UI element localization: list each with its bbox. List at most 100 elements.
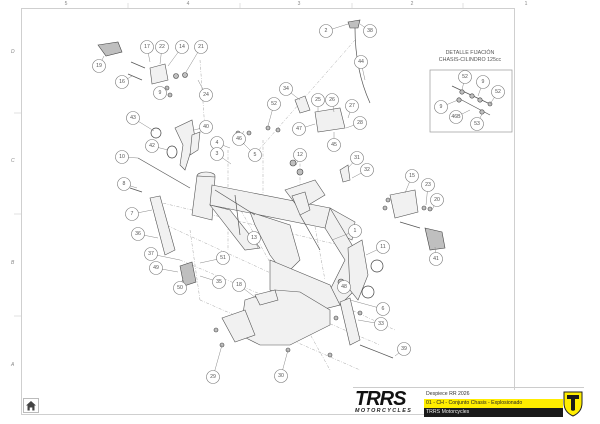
callout-number: 45 — [331, 142, 337, 148]
part-callout: 34 — [279, 82, 301, 101]
column-label: 1 — [524, 1, 528, 7]
callout-bubble — [149, 261, 163, 275]
detail-callout: 46B — [449, 109, 471, 124]
callout-bubble — [405, 169, 419, 183]
callout-number: 19 — [96, 63, 102, 69]
part-callout: 27 — [345, 99, 359, 119]
callout-bubble — [327, 138, 341, 152]
callout-bubble — [311, 93, 325, 107]
trrs-logo: TRRS MOTORCYCLES — [355, 389, 421, 418]
detail-callout: 52 — [458, 70, 472, 91]
callout-bubble — [421, 178, 435, 192]
callout-number: 9 — [440, 104, 443, 110]
callout-number: 8 — [123, 181, 126, 187]
trrs-shield-icon — [563, 391, 583, 417]
callout-number: 24 — [203, 92, 209, 98]
part-callout: 18 — [232, 278, 257, 299]
callout-number: 52 — [495, 89, 501, 95]
callout-bubble — [292, 122, 306, 136]
callout-bubble — [145, 139, 159, 153]
callout-number: 27 — [349, 103, 355, 109]
part-callout: 33 — [357, 317, 388, 331]
part-callout: 17 — [140, 40, 154, 63]
callout-number: 32 — [364, 167, 370, 173]
part-callout: 19 — [92, 55, 106, 73]
callout-bubble — [319, 24, 333, 38]
callout-number: 31 — [354, 155, 360, 161]
home-button[interactable] — [23, 398, 39, 413]
callout-number: 49 — [153, 265, 159, 271]
callout-bubble — [92, 59, 106, 73]
callout-number: 2 — [325, 28, 328, 34]
callout-bubble — [348, 224, 362, 238]
callout-number: 51 — [220, 255, 226, 261]
part-callout: 31 — [347, 151, 364, 169]
part-callout: 13 — [247, 231, 261, 249]
part-callout: 37 — [144, 247, 181, 261]
callout-number: 15 — [409, 173, 415, 179]
part-callout: 5 — [242, 142, 262, 162]
callout-bubble — [212, 275, 226, 289]
callout-number: 52 — [462, 74, 468, 80]
detail-callout: 9 — [434, 99, 459, 114]
callout-bubble — [125, 207, 139, 221]
callout-bubble — [376, 302, 390, 316]
callout-number: 46B — [451, 114, 461, 120]
part-callout: 45 — [327, 132, 341, 152]
callout-number: 36 — [135, 231, 141, 237]
main-chassis-frame — [191, 171, 356, 311]
callout-bubble — [131, 227, 145, 241]
callout-number: 6 — [382, 306, 385, 312]
callout-number: 39 — [401, 346, 407, 352]
callout-number: 33 — [378, 321, 384, 327]
top-brackets — [235, 95, 351, 183]
part-callout: 43 — [126, 111, 155, 132]
callout-bubble — [476, 75, 490, 89]
part-callout: 15 — [404, 169, 419, 194]
callout-bubble — [210, 147, 224, 161]
callout-bubble — [232, 278, 246, 292]
part-callout: 12 — [293, 148, 307, 166]
callout-bubble — [397, 342, 411, 356]
column-label: 5 — [64, 1, 68, 7]
callout-bubble — [354, 55, 368, 69]
callout-number: 42 — [149, 143, 155, 149]
callout-bubble — [144, 247, 158, 261]
title-row-drawing-name: 01 - CH - Conjunto Chasis - Explosionado — [424, 399, 563, 408]
callout-bubble — [325, 93, 339, 107]
callout-number: 43 — [130, 115, 136, 121]
callout-bubble — [155, 40, 169, 54]
callout-bubble — [126, 111, 140, 125]
callout-number: 14 — [179, 44, 185, 50]
callout-bubble — [199, 88, 213, 102]
footrest-right — [382, 189, 446, 251]
callout-number: 12 — [297, 152, 303, 158]
detail-inset-parts — [451, 85, 493, 116]
callout-bubble — [374, 317, 388, 331]
callout-number: 25 — [315, 97, 321, 103]
part-callout: 3 — [210, 147, 232, 165]
drawing-frame — [21, 8, 515, 415]
part-callout: 42 — [145, 139, 169, 153]
part-callout: 25 — [311, 93, 325, 112]
part-callout: 29 — [206, 344, 223, 384]
callout-number: 35 — [216, 279, 222, 285]
callout-bubble — [363, 24, 377, 38]
callout-bubble — [279, 82, 293, 96]
part-callout: 44 — [354, 55, 368, 81]
part-callout: 6 — [349, 299, 390, 316]
callout-bubble — [153, 86, 167, 100]
callout-number: 21 — [198, 44, 204, 50]
skid-plate — [213, 289, 333, 358]
swingarm-links — [333, 297, 394, 359]
callout-number: 9 — [159, 90, 162, 96]
callout-number: 26 — [329, 97, 335, 103]
callout-bubble — [173, 281, 187, 295]
callout-bubble — [140, 40, 154, 54]
callout-bubble — [274, 369, 288, 383]
part-callout: 24 — [197, 79, 213, 102]
part-callout: 32 — [351, 163, 374, 179]
part-callout: 40 — [193, 120, 213, 134]
